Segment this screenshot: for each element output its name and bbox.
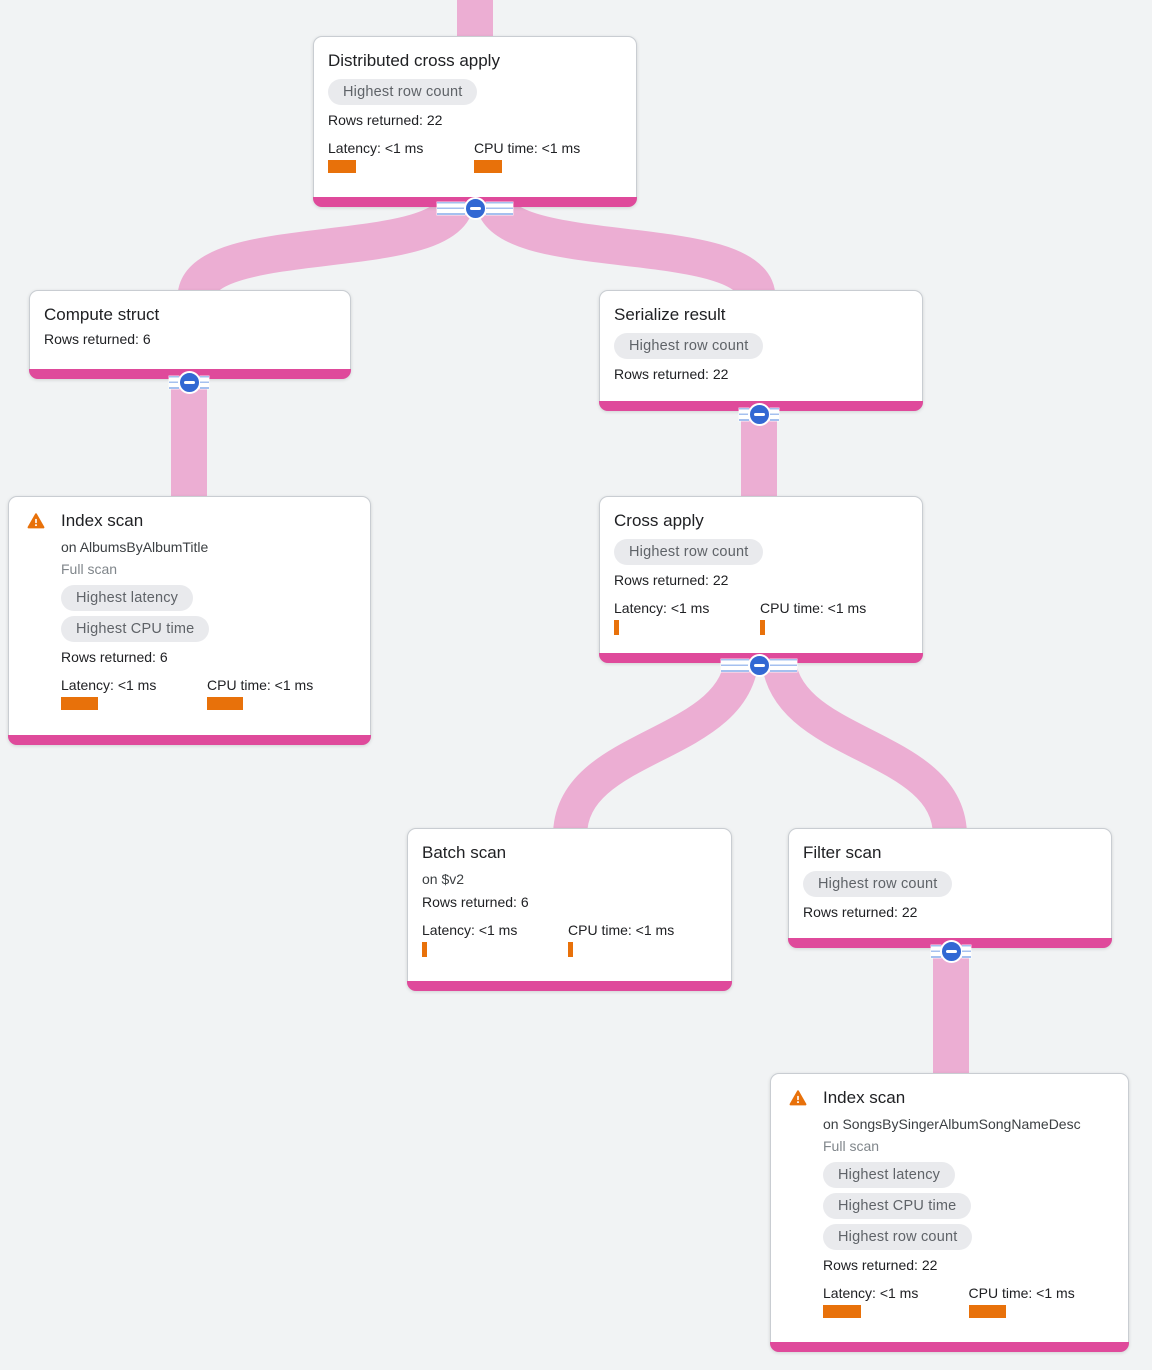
node-accent-bar (407, 981, 732, 991)
node-subtitle: on SongsBySingerAlbumSongNameDesc (823, 1116, 1081, 1132)
node-title: Index scan (61, 511, 144, 530)
collapse-button-serialize-result[interactable] (739, 403, 779, 426)
latency-bar (422, 942, 427, 957)
node-title: Serialize result (614, 305, 726, 324)
edge-stripe (739, 408, 749, 421)
latency-bar (823, 1305, 861, 1318)
warning-icon (789, 1090, 807, 1106)
plan-node-batch-scan[interactable]: Batch scan on $v2 Rows returned: 6 Laten… (407, 828, 732, 991)
highest-row-count-badge: Highest row count (823, 1224, 973, 1250)
highest-latency-badge: Highest latency (61, 585, 194, 611)
highest-cpu-time-badge: Highest CPU time (823, 1193, 972, 1219)
rows-returned-text: Rows returned: 22 (803, 904, 918, 920)
plan-node-distributed-cross-apply[interactable]: Distributed cross apply Highest row coun… (313, 36, 637, 207)
node-title: Distributed cross apply (328, 51, 500, 70)
highest-latency-badge: Highest latency (823, 1162, 956, 1188)
node-title: Batch scan (422, 843, 507, 862)
latency-bar (61, 697, 98, 710)
plan-node-index-scan-songs[interactable]: Index scan on SongsBySingerAlbumSongName… (770, 1073, 1129, 1352)
highest-row-count-badge: Highest row count (614, 333, 764, 359)
scan-type-text: Full scan (823, 1138, 880, 1154)
edge-stripe (769, 408, 779, 421)
cpu-time-bar (207, 697, 243, 710)
collapse-button-distributed-cross-apply[interactable] (437, 197, 513, 220)
node-subtitle: on $v2 (422, 871, 465, 887)
edge-distributed-to-compute-struct (177, 194, 475, 302)
rows-returned-text: Rows returned: 22 (614, 366, 729, 382)
node-title: Index scan (823, 1088, 906, 1107)
cpu-time-label: CPU time: <1 ms (474, 140, 581, 156)
minus-circle-icon (177, 371, 201, 394)
cpu-time-bar (568, 942, 573, 957)
minus-circle-icon (463, 197, 487, 220)
collapse-button-compute-struct[interactable] (169, 371, 209, 394)
latency-label: Latency: <1 ms (614, 600, 710, 616)
edge-cross-apply-to-filter-scan (761, 650, 967, 838)
node-accent-bar (8, 735, 371, 745)
rows-returned-text: Rows returned: 22 (614, 572, 729, 588)
edge-distributed-to-serialize-result (475, 194, 776, 302)
latency-label: Latency: <1 ms (328, 140, 424, 156)
edge-stripe (721, 659, 749, 672)
node-title: Cross apply (614, 511, 704, 530)
edge-stripe (199, 376, 209, 389)
scan-type-text: Full scan (61, 561, 118, 577)
cpu-time-label: CPU time: <1 ms (568, 922, 675, 938)
highest-row-count-badge: Highest row count (803, 871, 953, 897)
latency-label: Latency: <1 ms (823, 1285, 919, 1301)
highest-row-count-badge: Highest row count (328, 79, 478, 105)
cpu-time-bar (474, 160, 502, 173)
minus-circle-icon (747, 654, 771, 677)
highest-row-count-badge: Highest row count (614, 539, 764, 565)
edge-stripe (169, 376, 179, 389)
edge-stripe (931, 945, 941, 958)
rows-returned-text: Rows returned: 22 (823, 1257, 938, 1273)
edge-stripe (961, 945, 971, 958)
edge-stripe (769, 659, 797, 672)
edge-stripe (485, 202, 513, 215)
rows-returned-text: Rows returned: 6 (422, 894, 529, 910)
latency-bar (614, 620, 619, 635)
node-accent-bar (770, 1342, 1129, 1352)
latency-bar (328, 160, 356, 173)
node-title: Compute struct (44, 305, 160, 324)
node-title: Filter scan (803, 843, 882, 862)
plan-node-serialize-result[interactable]: Serialize result Highest row count Rows … (599, 290, 923, 411)
cpu-time-bar (968, 1305, 1006, 1318)
edge-stripe (437, 202, 465, 215)
cpu-time-bar (760, 620, 765, 635)
rows-returned-text: Rows returned: 6 (61, 649, 168, 665)
plan-node-filter-scan[interactable]: Filter scan Highest row count Rows retur… (788, 828, 1112, 948)
cpu-time-label: CPU time: <1 ms (760, 600, 867, 616)
cpu-time-label: CPU time: <1 ms (207, 677, 314, 693)
rows-returned-text: Rows returned: 22 (328, 112, 443, 128)
warning-icon (27, 513, 45, 529)
edge-cross-apply-to-batch-scan (553, 650, 759, 838)
highest-cpu-time-badge: Highest CPU time (61, 616, 210, 642)
cpu-time-label: CPU time: <1 ms (968, 1285, 1075, 1301)
collapse-button-cross-apply[interactable] (721, 654, 797, 677)
latency-label: Latency: <1 ms (61, 677, 157, 693)
node-subtitle: on AlbumsByAlbumTitle (61, 539, 209, 555)
plan-node-compute-struct[interactable]: Compute struct Rows returned: 6 (29, 290, 351, 379)
collapse-button-filter-scan[interactable] (931, 940, 971, 963)
rows-returned-text: Rows returned: 6 (44, 331, 151, 347)
plan-node-index-scan-albums[interactable]: Index scan on AlbumsByAlbumTitle Full sc… (8, 496, 371, 745)
latency-label: Latency: <1 ms (422, 922, 518, 938)
minus-circle-icon (939, 940, 963, 963)
minus-circle-icon (747, 403, 771, 426)
plan-node-cross-apply[interactable]: Cross apply Highest row count Rows retur… (599, 496, 923, 663)
